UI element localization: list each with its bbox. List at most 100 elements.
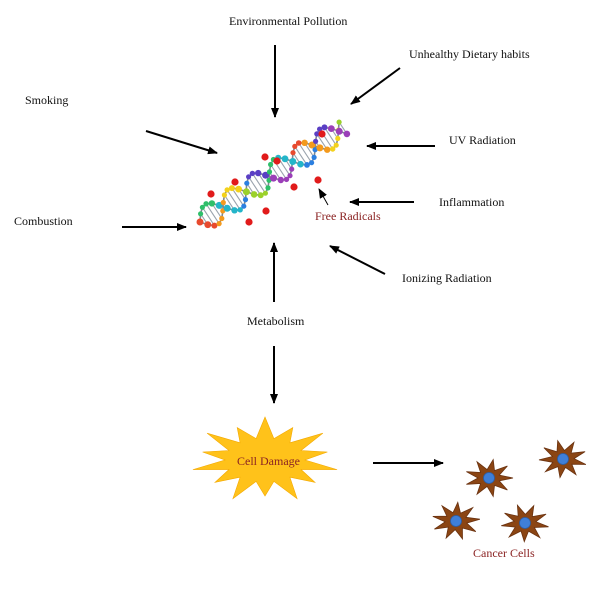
cancer-cell-nucleus: [483, 472, 495, 484]
label-metabolism: Metabolism: [247, 314, 305, 328]
dna-helix-image: [196, 119, 351, 229]
cancer-cells-group: [432, 439, 587, 543]
dna-bead: [228, 185, 235, 192]
dna-bead: [270, 174, 277, 182]
dna-bead: [281, 155, 289, 163]
dna-rung: [248, 176, 262, 196]
dna-bead: [289, 158, 297, 165]
dna-bead: [203, 201, 209, 207]
dna-bead: [304, 162, 310, 168]
dna-rung: [231, 187, 245, 207]
dna-bead: [208, 200, 216, 207]
dna-bead: [242, 188, 250, 196]
free-radical-dot: [318, 130, 326, 138]
dna-bead: [311, 154, 317, 160]
dna-bead: [221, 192, 227, 198]
cancer-cell-nucleus: [519, 517, 531, 529]
free-radical-dot: [231, 178, 239, 186]
dna-bead: [308, 141, 316, 149]
dna-bead: [313, 138, 319, 144]
label-ionizing-radiation: Ionizing Radiation: [402, 271, 492, 285]
dna-bead: [257, 192, 264, 199]
dna-bead: [237, 207, 243, 213]
dna-bead: [292, 143, 298, 149]
dna-rung: [298, 142, 313, 164]
dna-bead: [335, 135, 341, 142]
dna-bead: [287, 173, 293, 179]
free-radical-dot: [261, 153, 269, 161]
dna-bead: [255, 169, 262, 177]
free-radical-dots: [207, 130, 326, 226]
dna-bead: [242, 197, 249, 203]
dna-bead: [343, 130, 351, 138]
label-uv-radiation: UV Radiation: [449, 133, 516, 147]
cancer-cell: [432, 501, 481, 541]
dna-bead: [336, 119, 342, 125]
dna-bead: [249, 170, 256, 177]
dna-bead: [244, 180, 250, 186]
dna-bead: [314, 131, 320, 137]
dna-rung: [294, 146, 308, 166]
dna-bead: [327, 125, 335, 132]
dna-bead: [262, 190, 268, 196]
dna-bead: [219, 215, 225, 222]
cancer-cell: [501, 504, 549, 543]
dna-bead: [215, 201, 223, 209]
dna-bead: [283, 176, 290, 183]
dna-bead: [224, 187, 230, 193]
cell-damage-burst: [192, 416, 338, 500]
arrow-free-radicals-pointer: [318, 188, 329, 206]
cancer-cell-nucleus: [450, 515, 462, 527]
arrow-unhealthy-diet: [350, 67, 401, 105]
dna-bead: [268, 161, 274, 168]
dna-bead: [216, 221, 222, 227]
dna-bead: [312, 147, 318, 153]
dna-bead: [297, 160, 304, 168]
free-radical-dot: [245, 218, 253, 226]
dna-bead: [321, 124, 328, 131]
dna-bead: [309, 160, 315, 166]
dna-bead: [330, 146, 336, 152]
arrow-ionizing-radiation: [329, 245, 386, 275]
dna-bead: [235, 185, 243, 193]
dna-bead: [223, 204, 231, 212]
dna-bead: [301, 139, 308, 146]
dna-bead: [196, 218, 204, 226]
free-radical-dot: [273, 157, 281, 165]
label-combustion: Combustion: [14, 214, 73, 228]
free-radical-dot: [262, 207, 270, 215]
dna-bead: [289, 166, 295, 172]
dna-bead: [290, 150, 296, 156]
arrow-smoking: [145, 130, 218, 155]
dna-bead: [324, 146, 331, 153]
label-unhealthy-dietary-habits: Unhealthy Dietary habits: [409, 47, 530, 61]
dna-rung: [201, 206, 215, 226]
dna-bead: [250, 191, 258, 198]
dna-bead: [231, 207, 238, 214]
dna-bead: [277, 176, 284, 184]
label-smoking: Smoking: [25, 93, 69, 107]
dna-bead: [266, 169, 273, 175]
free-radical-dot: [207, 190, 215, 198]
dna-bead: [317, 126, 323, 132]
cancer-cell-nucleus: [557, 453, 569, 465]
dna-bead: [262, 171, 270, 179]
dna-rung: [226, 189, 241, 211]
label-cell-damage: Cell Damage: [237, 454, 300, 468]
label-inflammation: Inflammation: [439, 195, 505, 209]
free-radical-dot: [314, 176, 322, 184]
dna-bead: [199, 204, 205, 210]
dna-bead: [246, 174, 252, 180]
dna-bead: [295, 140, 302, 146]
dna-bead: [316, 144, 324, 152]
label-cancer-cells: Cancer Cells: [473, 546, 535, 560]
dna-bead: [241, 203, 247, 209]
dna-bead: [220, 199, 226, 206]
dna-bead: [211, 222, 218, 229]
dna-rung: [251, 173, 266, 194]
dna-bead: [198, 211, 204, 217]
dna-bead: [265, 185, 271, 191]
cancer-cell: [538, 439, 587, 479]
